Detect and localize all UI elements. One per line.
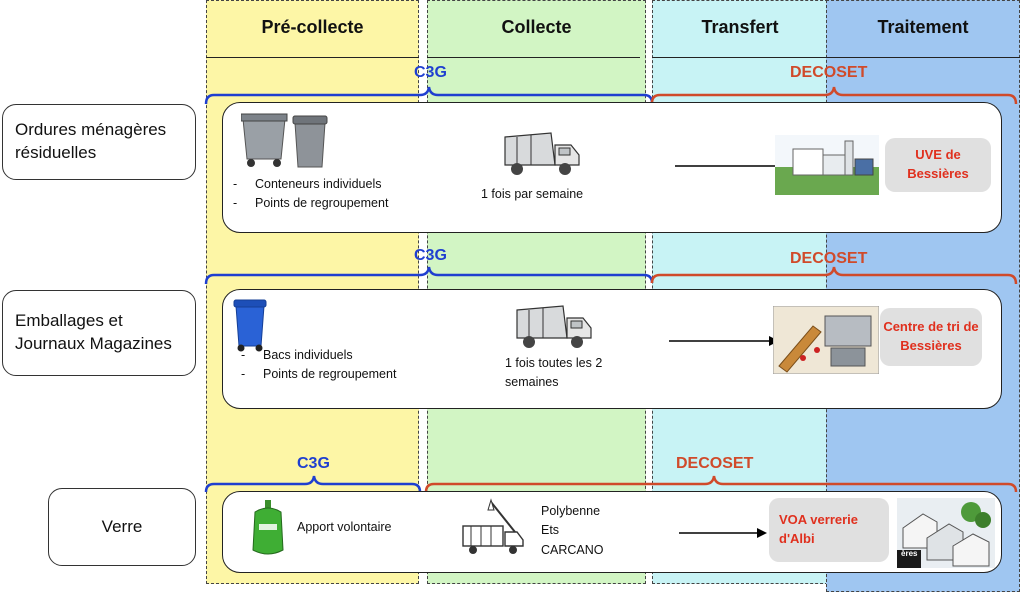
brace-decoset-row3 [424,475,1018,493]
destination-emballages: Centre de tri de Bessières [880,308,982,366]
recycling-bin-icon [233,299,267,352]
operator-decoset-row3: DECOSET [676,455,754,472]
list-item: -Points de regroupement [241,367,397,382]
column-title-precollecte: Pré-collecte [261,17,364,37]
destination-ordures: UVE de Bessières [885,138,991,192]
factory-caption: ères [901,549,918,558]
operator-c3g-row3: C3G [297,455,330,472]
row-panel-verre: Apport volontaire Polybenne Ets CARCANO … [222,491,1002,573]
operator-c3g-row2: C3G [414,247,447,264]
glass-factory-icon [897,498,995,568]
destination-verre: VOA verrerie d'Albi [769,498,889,562]
list-item: -Bacs individuels [241,348,353,362]
collecte-frequency-ordures: 1 fois par semaine [481,187,584,201]
brace-decoset-row1 [650,86,1018,105]
garbage-truck-icon [504,132,580,175]
row-label-emballages: Emballages et Journaux Magazines [2,290,196,376]
precollecte-list-ordures: -Conteneurs individuels -Points de regro… [233,175,388,214]
list-item: -Points de regroupement [233,196,389,211]
operator-decoset-row2: DECOSET [790,250,868,267]
precollecte-list-emballages: -Bacs individuels -Points de regroupemen… [241,346,396,385]
sorting-center-icon [773,306,879,374]
operator-decoset-row1: DECOSET [790,64,868,81]
header-rule-collecte [427,57,640,58]
skip-truck-icon [462,498,524,554]
column-title-transfert: Transfert [701,17,779,37]
incineration-plant-icon [775,135,879,195]
header-rule-precollecte [206,57,419,58]
collecte-frequency-emballages: 1 fois toutes les 2 semaines [505,356,603,390]
arrow-icon [679,528,767,538]
glass-bank-icon [252,500,284,555]
precollecte-verre: Apport volontaire [297,520,392,534]
brace-c3g-row1 [204,86,654,105]
row-label-ordures: Ordures ménagères résiduelles [2,104,196,180]
operator-c3g-row1: C3G [414,64,447,81]
list-item: -Conteneurs individuels [233,177,382,191]
row-panel-emballages: -Bacs individuels -Points de regroupemen… [222,289,1002,409]
column-title-traitement: Traitement [877,17,969,37]
collecte-verre: Polybenne Ets CARCANO [541,504,604,557]
wheelie-bins-icon [241,113,328,168]
garbage-truck-icon [516,305,592,348]
brace-decoset-row2 [650,266,1018,285]
brace-c3g-row3 [204,475,422,493]
row-label-verre: Verre [48,488,196,566]
header-rule-transfert-traitement [652,57,1020,58]
row-panel-ordures: -Conteneurs individuels -Points de regro… [222,102,1002,233]
brace-c3g-row2 [204,266,654,285]
arrow-icon [669,336,779,346]
arrow-icon [675,161,785,171]
column-title-collecte: Collecte [501,17,572,37]
